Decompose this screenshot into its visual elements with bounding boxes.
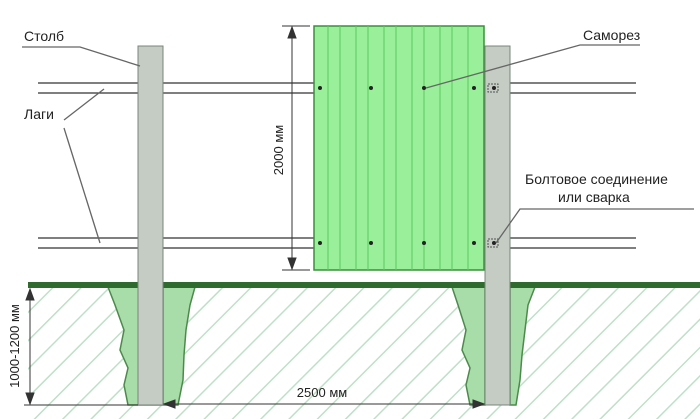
label-sheet-height: 2000 мм: [271, 125, 286, 175]
label-joint-line2: или сварка: [558, 189, 630, 205]
leader-rails-bottom: [63, 127, 101, 244]
concrete-footing-right: [450, 286, 537, 406]
post-left: [137, 45, 164, 406]
bolt-joint-bottom: [487, 238, 499, 248]
post-right: [484, 45, 511, 406]
screws: [318, 86, 476, 245]
label-post: Столб: [24, 28, 64, 44]
label-depth: 1000-1200 мм: [7, 304, 22, 388]
dimension-sheet-height: [282, 25, 310, 271]
ground-line: [28, 282, 700, 288]
label-span: 2500 мм: [297, 385, 347, 400]
profiled-sheet: [313, 25, 485, 271]
leader-screw: [425, 44, 640, 89]
label-screw: Саморез: [583, 27, 640, 43]
dimension-span: [162, 399, 486, 409]
leader-joint: [495, 208, 694, 244]
leader-rails-top: [63, 88, 105, 121]
label-rails: Лаги: [24, 106, 54, 122]
dimension-depth: [24, 287, 138, 406]
bolt-joint-top: [487, 83, 499, 93]
label-joint-line1: Болтовое соединение: [525, 171, 668, 187]
leader-post: [22, 46, 141, 67]
